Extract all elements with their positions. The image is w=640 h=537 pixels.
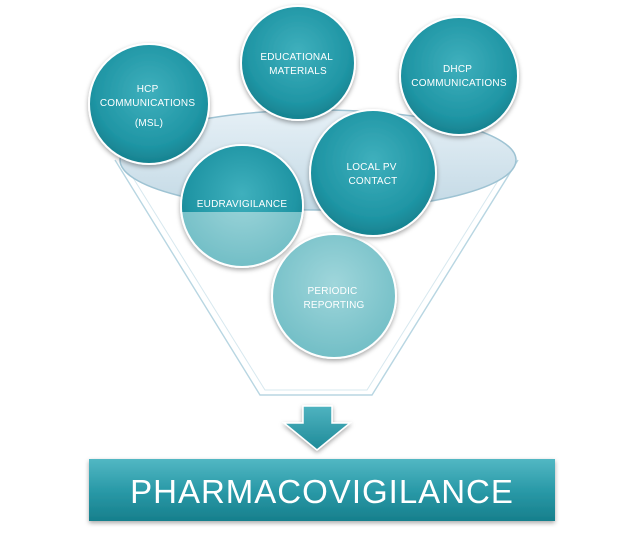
local-pv-contact-label: LOCAL PV CONTACT [346,162,399,187]
eudravigilance-label: EUDRAVIGILANCE [197,199,288,210]
hcp-communications-label: HCP COMMUNICATIONS (MSL) [100,84,198,129]
down-arrow-icon [281,405,353,451]
eudravigilance-circle: EUDRAVIGILANCE [180,144,304,268]
periodic-reporting-circle: PERIODIC REPORTING [271,233,397,359]
banner-title: PHARMACOVIGILANCE [130,473,514,510]
periodic-reporting-label: PERIODIC REPORTING [303,286,364,311]
dhcp-communications-label: DHCP COMMUNICATIONS [411,64,507,89]
pharmacovigilance-banner: PHARMACOVIGILANCE [89,459,555,521]
dhcp-communications-circle: DHCP COMMUNICATIONS [399,16,519,136]
local-pv-contact-circle: LOCAL PV CONTACT [309,109,437,237]
educational-materials-circle: EDUCATIONAL MATERIALS [240,5,356,121]
funnel-shape [114,159,519,396]
hcp-communications-circle: HCP COMMUNICATIONS (MSL) [88,43,210,165]
educational-materials-label: EDUCATIONAL MATERIALS [260,52,335,77]
